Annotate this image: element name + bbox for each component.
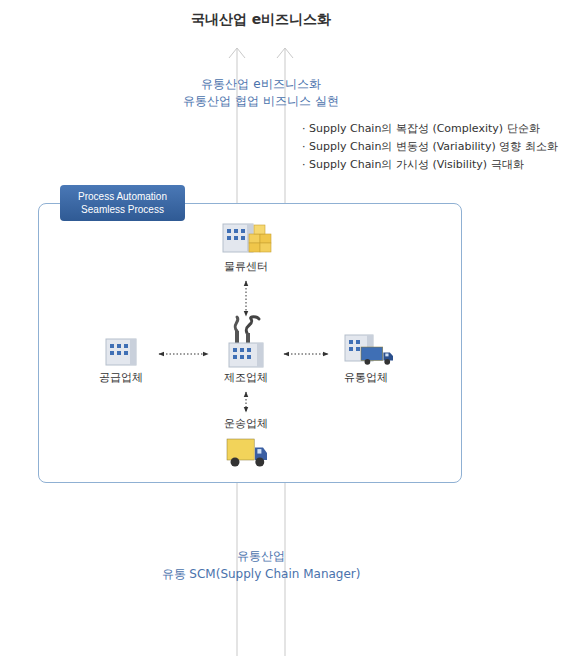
- node-label: 공급업체: [99, 369, 143, 387]
- building-window: [110, 351, 114, 355]
- truck-wheel: [365, 359, 371, 365]
- building-window: [356, 340, 360, 344]
- building-window: [233, 348, 237, 352]
- building-window: [247, 348, 251, 352]
- node-label: 물류센터: [224, 258, 268, 276]
- truck-wheel: [231, 457, 240, 466]
- truck-wheel: [255, 457, 264, 466]
- building-window: [124, 344, 128, 348]
- building-window: [227, 229, 231, 233]
- node-icon: [211, 216, 281, 258]
- truck-wheel: [384, 359, 390, 365]
- node-icon: [211, 433, 281, 471]
- building-window: [233, 355, 237, 359]
- cargo-box: [249, 234, 260, 243]
- truck-window: [385, 353, 388, 356]
- building-window: [241, 229, 245, 233]
- node-icon: [331, 319, 401, 369]
- goal-label: 유통산업 e비즈니스화: [136, 76, 386, 93]
- retailer-node: 유통업체: [331, 319, 401, 389]
- diagram-title: 국내산업 e비즈니스화: [111, 11, 411, 29]
- process-group: Process Automation Seamless Process물류센터공…: [38, 203, 462, 483]
- cargo-box: [260, 234, 271, 243]
- bullet-note: · Supply Chain의 가시성 (Visibility) 극대화: [302, 157, 524, 172]
- guide-arrowhead: [229, 48, 245, 58]
- building-window: [117, 344, 121, 348]
- warehouse-node: 물류센터: [211, 216, 281, 278]
- building-window: [240, 348, 244, 352]
- building-window: [227, 236, 231, 240]
- building-window: [241, 236, 245, 240]
- bullet-note: · Supply Chain의 변동성 (Variability) 영향 최소화: [302, 139, 558, 154]
- scm-label: 유통 SCM(Supply Chain Manager): [136, 566, 386, 583]
- scm-label: 유통산업: [136, 548, 386, 565]
- supplier-node: 공급업체: [86, 319, 156, 389]
- building-window: [240, 355, 244, 359]
- building-body: [223, 224, 253, 252]
- building-side: [130, 339, 136, 365]
- node-label: 유통업체: [344, 369, 388, 387]
- building-window: [349, 340, 353, 344]
- building-window: [124, 351, 128, 355]
- cargo-box: [260, 243, 271, 252]
- building-window: [110, 344, 114, 348]
- node-label: 제조업체: [224, 369, 268, 387]
- smoke: [235, 317, 238, 331]
- dotted-connector: [246, 392, 247, 412]
- building-window: [117, 351, 121, 355]
- node-label: 운송업체: [224, 415, 268, 433]
- building-window: [247, 355, 251, 359]
- dotted-connector: [284, 354, 328, 355]
- truck-cargo: [361, 347, 383, 361]
- bullet-note: · Supply Chain의 복잡성 (Complexity) 단순화: [302, 121, 540, 136]
- manufacturer-node: 제조업체: [211, 319, 281, 389]
- building-window: [234, 229, 238, 233]
- truck-window: [257, 449, 261, 453]
- smoke: [246, 317, 259, 333]
- cargo-box: [249, 243, 260, 252]
- building-body: [106, 339, 136, 365]
- building-window: [234, 236, 238, 240]
- group-heading: Process Automation Seamless Process: [60, 185, 185, 221]
- building-window: [349, 347, 353, 351]
- carrier-node: 운송업체: [211, 415, 281, 473]
- truck-cargo: [227, 439, 254, 460]
- building-side: [257, 343, 263, 367]
- goal-label: 유통산업 협업 비즈니스 실현: [136, 93, 386, 110]
- cargo-box: [254, 225, 265, 234]
- building-window: [356, 347, 360, 351]
- dotted-connector: [159, 354, 208, 355]
- node-icon: [86, 319, 156, 369]
- guide-arrowhead: [277, 48, 293, 58]
- node-icon: [211, 319, 281, 369]
- building-body: [229, 343, 263, 367]
- dotted-connector: [246, 281, 247, 316]
